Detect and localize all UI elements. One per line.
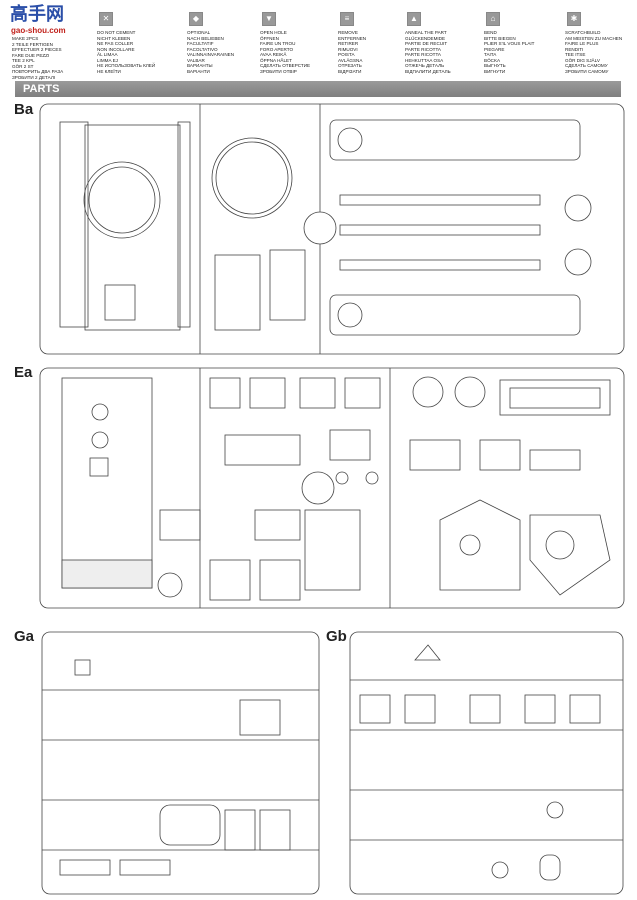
legend-line: OPTIONAL <box>187 30 211 35</box>
section-title: PARTS <box>23 83 60 95</box>
legend-line: ÖPPNA HÅLET <box>260 57 292 63</box>
legend-line: PARTE RICOTTA <box>405 52 441 57</box>
legend-line: BÖCKA <box>484 57 501 63</box>
legend-line: FAIRE LE PLUS <box>565 41 599 46</box>
section-header-bar: PARTS <box>15 81 621 97</box>
legend-line: BEND <box>484 30 497 35</box>
legend-line: GLÜCKENDEMIDE <box>405 35 446 41</box>
legend-line: AM MEISTEN ZU MACHEN <box>565 35 623 41</box>
remove-icon: ≡ <box>340 12 354 26</box>
anneal-icon: ▲ <box>407 12 421 26</box>
sprue-label-ba: Ba <box>14 101 34 118</box>
optional-icon: ◆ <box>189 12 203 26</box>
legend-line: FACULTATIF <box>187 41 214 46</box>
legend-line: SCRATCHBUILD <box>565 30 601 35</box>
legend-line: НЕ КЛЕЇТИ <box>97 68 121 74</box>
legend-line: OPEN HOLE <box>260 30 287 35</box>
legend-line: RETIRER <box>338 41 359 46</box>
legend-line: 2 TEILE FERTIGEN <box>12 41 53 47</box>
sprue-label-ea: Ea <box>14 364 33 381</box>
sprue-label-ga: Ga <box>14 628 35 645</box>
legend-line: ЗРОБИТИ САМОМУ <box>565 68 609 74</box>
scratchbuild-icon: ✱ <box>567 12 581 26</box>
open-hole-icon: ▼ <box>262 12 276 26</box>
legend-line: ВАРИАНТЫ <box>187 63 213 68</box>
sprue-ba <box>39 103 625 355</box>
legend-line: PARTIE DE RECUIT <box>405 41 448 46</box>
sprue-ga <box>41 631 320 895</box>
legend-line: FAIRE UN TROU <box>260 41 296 46</box>
legend-line: NACH BELIEBEN <box>187 35 224 41</box>
logo-text: 高手网 <box>10 4 64 24</box>
legend-line: ÄL LIMAA <box>97 52 118 57</box>
legend-line: FACOLTATIVO <box>187 46 218 52</box>
legend-line: FORO APERTO <box>260 46 294 52</box>
legend-line: ВІДПАЛИТИ ДЕТАЛЬ <box>405 68 451 74</box>
legend-line: ANNEAL THE PART <box>405 30 447 35</box>
legend-line: ОТЖЕЧЬ ДЕТАЛЬ <box>405 63 445 68</box>
no-glue-icon: ✕ <box>99 12 113 26</box>
legend-line: ENTFERNEN <box>338 35 367 41</box>
legend-line: PLIER S'IL VOUS PLAIT <box>484 41 535 46</box>
legend-line: LIMMA EJ <box>97 57 118 63</box>
legend-line: ВАРІАНТИ <box>187 68 210 74</box>
legend-line: НЕ ИСПОЛЬЗОВАТЬ КЛЕЙ <box>97 63 156 68</box>
legend-line: ВЫГНУТЬ <box>484 63 506 68</box>
legend-line: ОТРЕЗАТЬ <box>338 63 362 68</box>
legend-line: DO NOT CEMENT <box>97 30 136 35</box>
watermark-logo: 高手网 gao-shou.com <box>10 4 76 36</box>
legend-line: ВІДРІЗАТИ <box>338 68 362 74</box>
legend-line: ЗРОБИТИ ОТВІР <box>260 68 297 74</box>
legend-line: СДЕЛАТЬ ОТВЕРСТИЕ <box>260 63 311 68</box>
legend-line: ВИГНУТИ <box>484 68 506 74</box>
legend-line: POISTA <box>338 52 355 57</box>
legend-line: NICHT KLEBEN <box>97 35 131 41</box>
legend-line: VALBAR <box>187 57 205 63</box>
legend-line: HEHKUTTAA OSA <box>405 57 444 63</box>
legend-line: TEE ITSE <box>565 52 586 57</box>
legend-line: RIMUOVI <box>338 46 358 52</box>
sprue-label-gb: Gb <box>326 628 347 645</box>
legend-line: VALINNAINVARAINEN <box>187 52 235 57</box>
legend-line: TEE 2 KPL <box>12 58 35 63</box>
legend-line: AVAA REIKÄ <box>260 52 287 57</box>
legend-line: GÖR DIG SJÄLV <box>565 57 600 63</box>
sprue-ea <box>39 367 625 609</box>
logo-url: gao-shou.com <box>11 26 66 35</box>
sprue-gb <box>349 631 624 895</box>
legend-line: ÖFFNEN <box>260 35 279 41</box>
legend-line: REMOVE <box>338 30 358 35</box>
legend-line: PARTE RICOTTA <box>405 46 441 52</box>
legend-line: FARE DUE PEZZI <box>12 52 50 58</box>
legend-line: BITTE BIEGEN <box>484 35 516 41</box>
legend-line: ПОВТОРИТЬ ДВА РАЗА <box>12 69 64 74</box>
bend-icon: ⌂ <box>486 12 500 26</box>
legend-line: PIEGARE <box>484 46 505 52</box>
legend-line: NE PAS COLLER <box>97 41 134 46</box>
legend-line: СДЕЛАТЬ САМОМУ <box>565 63 608 68</box>
legend-line: AVLÄGSNA <box>338 57 363 63</box>
legend-line: MAKE 2pcs <box>12 36 39 41</box>
legend-line: TAITA <box>484 52 497 57</box>
legend-line: ЗРОБИТИ 2 ДЕТАЛІ <box>12 74 56 80</box>
legend-line: EFFECTUER 2 PIECES <box>12 47 62 52</box>
legend-line: NON INCOLLARE <box>97 46 135 52</box>
legend-line: GÖR 2 ST <box>12 63 34 69</box>
legend-line: RENDITI <box>565 46 584 52</box>
